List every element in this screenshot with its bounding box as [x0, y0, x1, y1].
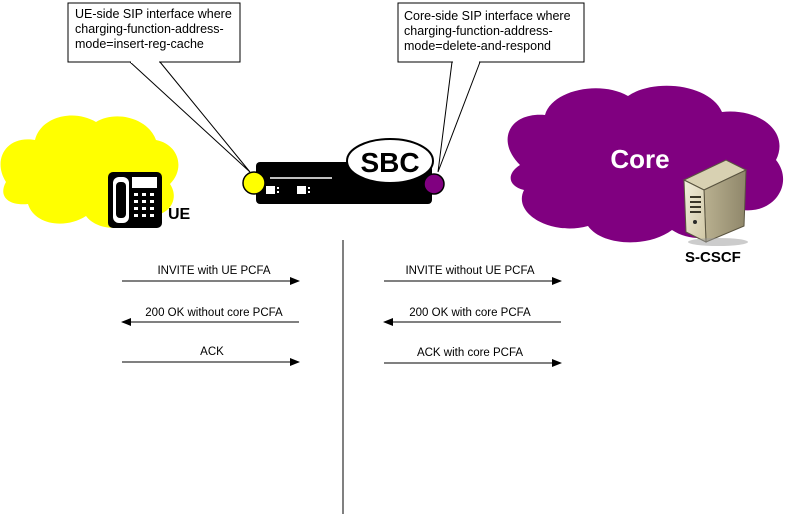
- message-label: ACK with core PCFA: [417, 347, 523, 359]
- sbc-device: SBC: [242, 138, 445, 204]
- core-label: Core: [610, 144, 669, 174]
- sbc-port-1-led: [277, 187, 279, 189]
- message-label: ACK: [200, 346, 224, 358]
- message-label: 200 OK with core PCFA: [409, 307, 531, 319]
- sbc-port-2-icon: [297, 186, 306, 194]
- core-callout-box: [397, 2, 585, 63]
- desk-phone-icon: [108, 172, 162, 228]
- ue-side-message-flow: INVITE with UE PCFA 200 OK without core …: [121, 265, 300, 366]
- message-label: INVITE with UE PCFA: [157, 265, 270, 277]
- core-callout-line-3: mode=delete-and-respond: [404, 39, 551, 53]
- ue-label: UE: [168, 206, 191, 223]
- ue-side-interface-port: [242, 171, 266, 195]
- core-side-message-flow: INVITE without UE PCFA 200 OK with core …: [383, 265, 562, 367]
- sbc-port-1-icon: [266, 186, 275, 194]
- core-callout-line-1: Core-side SIP interface where: [404, 9, 571, 23]
- message-label: INVITE without UE PCFA: [405, 265, 534, 277]
- sbc-label-bubble: [346, 138, 434, 184]
- message-label: 200 OK without core PCFA: [145, 307, 283, 319]
- core-side-interface-port: [423, 173, 445, 195]
- ue-callout-line-2: charging-function-address-: [75, 22, 224, 36]
- ue-callout-line-1: UE-side SIP interface where: [75, 7, 232, 21]
- core-callout-line-2: charging-function-address-: [404, 24, 553, 38]
- core-side-callout: Core-side SIP interface where charging-f…: [397, 2, 585, 173]
- ue-side-callout: UE-side SIP interface where charging-fun…: [67, 2, 251, 173]
- ue-callout-line-3: mode=insert-reg-cache: [75, 37, 204, 51]
- server-icon: [682, 159, 748, 246]
- scscf-label: S-CSCF: [685, 249, 741, 266]
- core-callout-pointer: [437, 61, 481, 173]
- sbc-label: SBC: [360, 147, 419, 178]
